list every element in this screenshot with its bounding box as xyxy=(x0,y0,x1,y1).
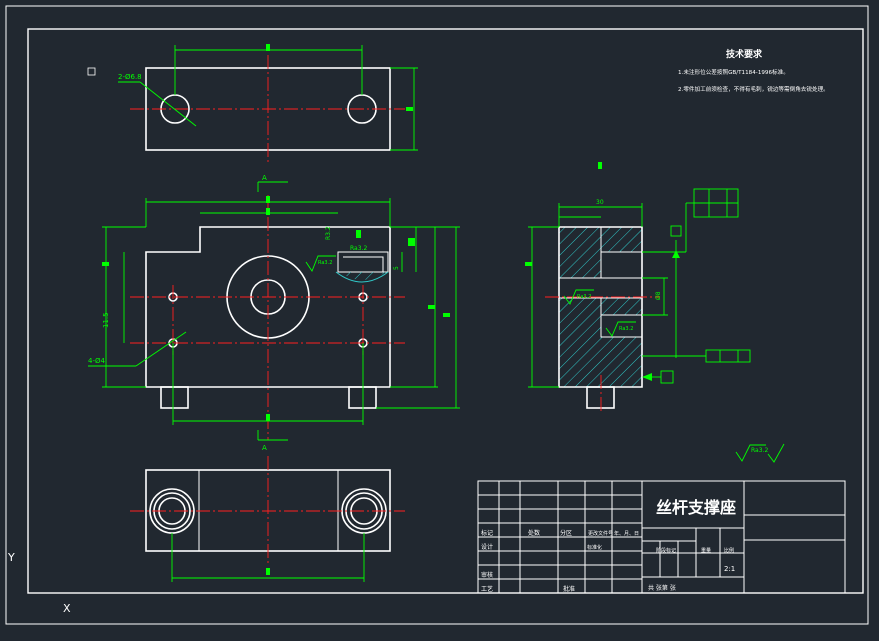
top-view: 2-Ø6.8 xyxy=(87,44,418,162)
outer-border xyxy=(5,5,869,625)
svg-text:Ø8: Ø8 xyxy=(655,291,662,300)
svg-text:A: A xyxy=(262,444,267,452)
tb-approve: 批准 xyxy=(563,585,575,593)
tech-req-item-1: 1.未注形位公差按照GB/T1184-1996标准。 xyxy=(678,68,789,76)
front-view: A A 11.5 5 R3.2 Ra3.2 xyxy=(88,174,460,452)
tb-weight: 重量 xyxy=(701,547,711,554)
svg-text:Ra3.2: Ra3.2 xyxy=(350,245,367,252)
tb-marks: 标记 xyxy=(481,529,493,537)
svg-text:Ra3.2: Ra3.2 xyxy=(577,294,591,300)
tb-date: 年、月、日 xyxy=(614,530,639,537)
svg-text:Ra3.2: Ra3.2 xyxy=(619,326,633,332)
tech-req-heading: 技术要求 xyxy=(726,48,763,60)
svg-text:R3.2: R3.2 xyxy=(325,226,332,240)
tb-count: 处数 xyxy=(528,529,540,537)
svg-text:5: 5 xyxy=(393,266,400,270)
tb-process: 工艺 xyxy=(481,585,493,593)
hole-callout-front: 4-Ø4 xyxy=(88,357,105,365)
tb-scale-label: 比例 xyxy=(724,547,734,554)
tb-zone: 分区 xyxy=(560,529,572,537)
hole-callout-top: 2-Ø6.8 xyxy=(118,73,142,81)
drawing-scale: 2:1 xyxy=(724,565,735,573)
tech-requirements: 技术要求 1.未注形位公差按照GB/T1184-1996标准。 2.零件加工前须… xyxy=(678,48,829,93)
bottom-view xyxy=(130,456,405,582)
dim-left-front: 11.5 xyxy=(102,312,110,328)
title-block: 标记 处数 分区 更改文件号 签名 年、月、日 设计 标准化 阶段标记 重量 比… xyxy=(477,480,846,594)
tech-req-item-2: 2.零件加工前须检查，不得有毛刺，锐边等需倒角去锐处理。 xyxy=(678,85,829,93)
svg-text:30: 30 xyxy=(596,199,604,206)
tb-review: 审核 xyxy=(481,571,493,579)
inner-border xyxy=(27,28,864,594)
roughness-general: Ra3.2 xyxy=(751,447,768,454)
section-view: 30 Ø8 Ra3.2 Ra3.2 Ra3.2 xyxy=(525,162,785,463)
axis-marker-y: Y xyxy=(7,551,15,564)
tb-change-doc: 更改文件号 xyxy=(588,530,613,537)
tb-standardize: 标准化 xyxy=(587,544,602,551)
axis-marker-x: X xyxy=(63,602,71,615)
tb-stage: 阶段标记 xyxy=(656,547,676,554)
tb-sheets: 共 张第 张 xyxy=(648,584,676,592)
tb-design: 设计 xyxy=(481,543,493,551)
svg-text:Ra3.2: Ra3.2 xyxy=(318,260,332,266)
svg-text:A: A xyxy=(262,174,267,182)
drawing-title: 丝杆支撑座 xyxy=(656,498,736,517)
